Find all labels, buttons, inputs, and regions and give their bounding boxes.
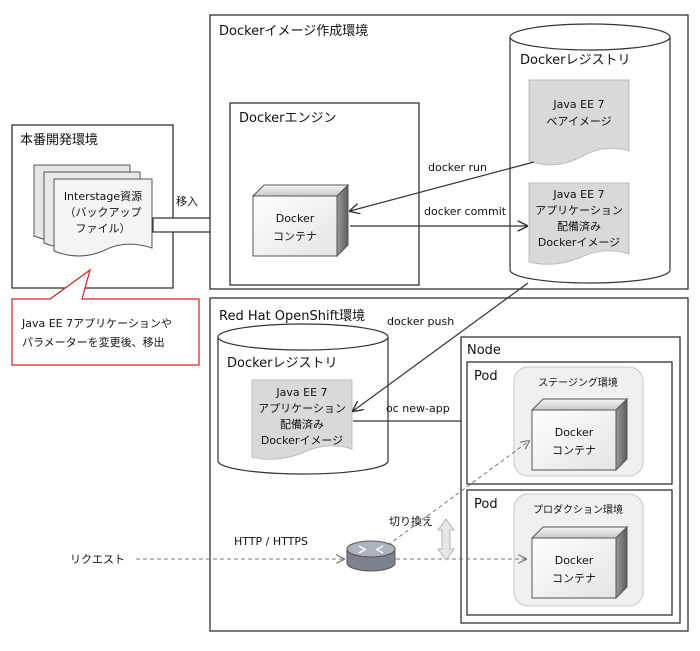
backup-document-stack: Interstage資源 （バックアップ ファイル） bbox=[33, 164, 153, 257]
request-label: リクエスト bbox=[70, 553, 125, 566]
docker-run-arrow bbox=[350, 161, 535, 211]
http-label: HTTP / HTTPS bbox=[234, 535, 308, 548]
production-container-line-2: コンテナ bbox=[552, 572, 596, 585]
docker-push-label: docker push bbox=[387, 315, 454, 328]
engine-container-line-2: コンテナ bbox=[273, 230, 317, 243]
staging-container-line-2: コンテナ bbox=[552, 444, 596, 457]
move-label: 移入 bbox=[176, 195, 198, 208]
pod-production-title: Pod bbox=[474, 497, 498, 512]
switch-label: 切り換え bbox=[389, 515, 433, 528]
router-icon bbox=[346, 540, 396, 572]
docker-image-env-title: Dockerイメージ作成環境 bbox=[219, 24, 368, 39]
docker-commit-label: docker commit bbox=[424, 205, 507, 218]
docker-container-cube: Docker コンテナ bbox=[251, 183, 350, 258]
docker-engine-title: Dockerエンジン bbox=[239, 111, 337, 126]
backup-document-line-3: ファイル） bbox=[76, 222, 131, 235]
app-image-top-line-4: Dockerイメージ bbox=[538, 236, 620, 249]
app-image-bottom-line-2: アプリケーション bbox=[258, 402, 346, 415]
app-image-bottom-line-1: Java EE 7 bbox=[275, 386, 327, 399]
openshift-env-title: Red Hat OpenShift環境 bbox=[219, 309, 365, 324]
engine-container-line-1: Docker bbox=[276, 212, 315, 225]
openshift-registry-title: Dockerレジストリ bbox=[227, 356, 338, 371]
pod-staging-title: Pod bbox=[474, 369, 498, 384]
staging-container-line-1: Docker bbox=[555, 426, 594, 439]
docker-registry-title: Dockerレジストリ bbox=[520, 53, 631, 68]
switch-double-arrow bbox=[437, 518, 455, 561]
callout-line-2: パラメーターを変更後、移出 bbox=[22, 335, 165, 349]
app-image-document-bottom: Java EE 7 アプリケーション 配備済み Dockerイメージ bbox=[251, 379, 353, 460]
app-image-top-line-3: 配備済み bbox=[557, 219, 601, 233]
production-env-label: プロダクション環境 bbox=[533, 503, 623, 516]
app-image-bottom-line-3: 配備済み bbox=[280, 417, 324, 431]
app-image-top-line-1: Java EE 7 bbox=[552, 188, 604, 201]
production-container-line-1: Docker bbox=[555, 554, 594, 567]
app-image-bottom-line-4: Dockerイメージ bbox=[261, 434, 343, 447]
app-image-document-top: Java EE 7 アプリケーション 配備済み Dockerイメージ bbox=[528, 182, 630, 265]
oc-new-app-label: oc new-app bbox=[386, 402, 450, 415]
docker-run-label: docker run bbox=[428, 161, 487, 174]
node-title: Node bbox=[467, 343, 501, 358]
app-image-top-line-2: アプリケーション bbox=[535, 204, 623, 217]
staging-env-label: ステージング環境 bbox=[538, 376, 618, 389]
staging-container-cube: Docker コンテナ bbox=[530, 397, 629, 472]
router-to-staging-arrow bbox=[387, 441, 529, 546]
docker-push-arrow bbox=[353, 282, 529, 411]
base-image-document: Java EE 7 ベアイメージ bbox=[528, 79, 630, 166]
backup-document-line-2: （バックアップ bbox=[65, 206, 142, 219]
base-image-line-1: Java EE 7 bbox=[552, 98, 604, 111]
callout: Java EE 7アプリケーションや パラメーターを変更後、移出 bbox=[11, 268, 200, 366]
callout-line-1: Java EE 7アプリケーションや bbox=[21, 317, 172, 330]
dev-environment-title: 本番開発環境 bbox=[20, 133, 98, 148]
backup-document-line-1: Interstage資源 bbox=[64, 189, 142, 203]
production-container-cube: Docker コンテナ bbox=[530, 525, 629, 600]
base-image-line-2: ベアイメージ bbox=[546, 115, 611, 128]
